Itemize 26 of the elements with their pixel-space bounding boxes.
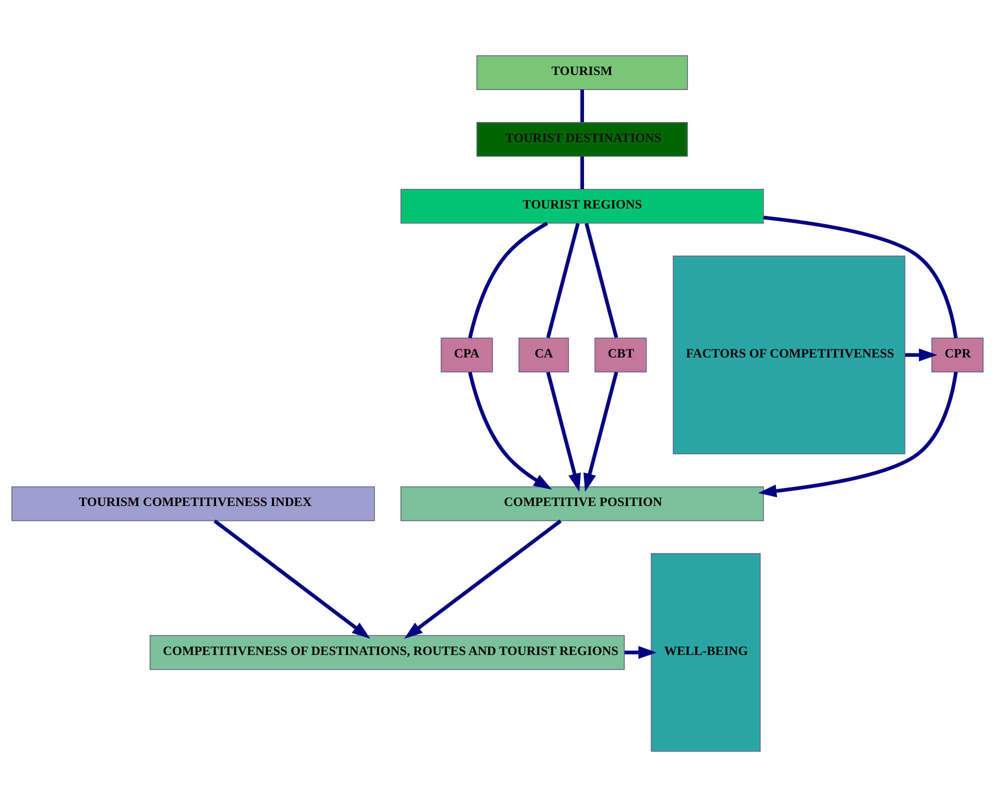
connector <box>763 215 958 338</box>
node-box: COMPETITIVE POSITION <box>400 486 764 521</box>
connector <box>580 89 584 122</box>
arrow <box>905 348 938 361</box>
node-box: CA <box>518 337 569 372</box>
arrow <box>758 371 958 497</box>
arrow <box>468 371 552 490</box>
connector <box>468 221 548 338</box>
connector <box>580 156 584 188</box>
arrow <box>583 371 618 492</box>
node-box: FACTORS OF COMPETITIVENESS <box>672 255 906 454</box>
node-box: TOURIST DESTINATIONS <box>476 122 688 156</box>
arrow <box>546 371 581 492</box>
connector <box>584 222 618 338</box>
node-box: TOURIST REGIONS <box>400 188 764 224</box>
arrow <box>624 646 657 658</box>
node-box: CBT <box>594 337 647 372</box>
node-box: CPR <box>931 337 984 372</box>
node-box: COMPETITIVENESS OF DESTINATIONS, ROUTES AND TOURIST REGIONS <box>150 634 625 670</box>
node-box: TOURISM <box>476 54 688 90</box>
node-box: TOURISM COMPETITIVENESS INDEX <box>11 486 375 521</box>
arrow <box>404 518 562 638</box>
connector <box>546 222 580 338</box>
node-box: CPA <box>440 337 493 372</box>
node-box: WELL-BEING <box>650 552 761 752</box>
arrow <box>214 518 370 638</box>
